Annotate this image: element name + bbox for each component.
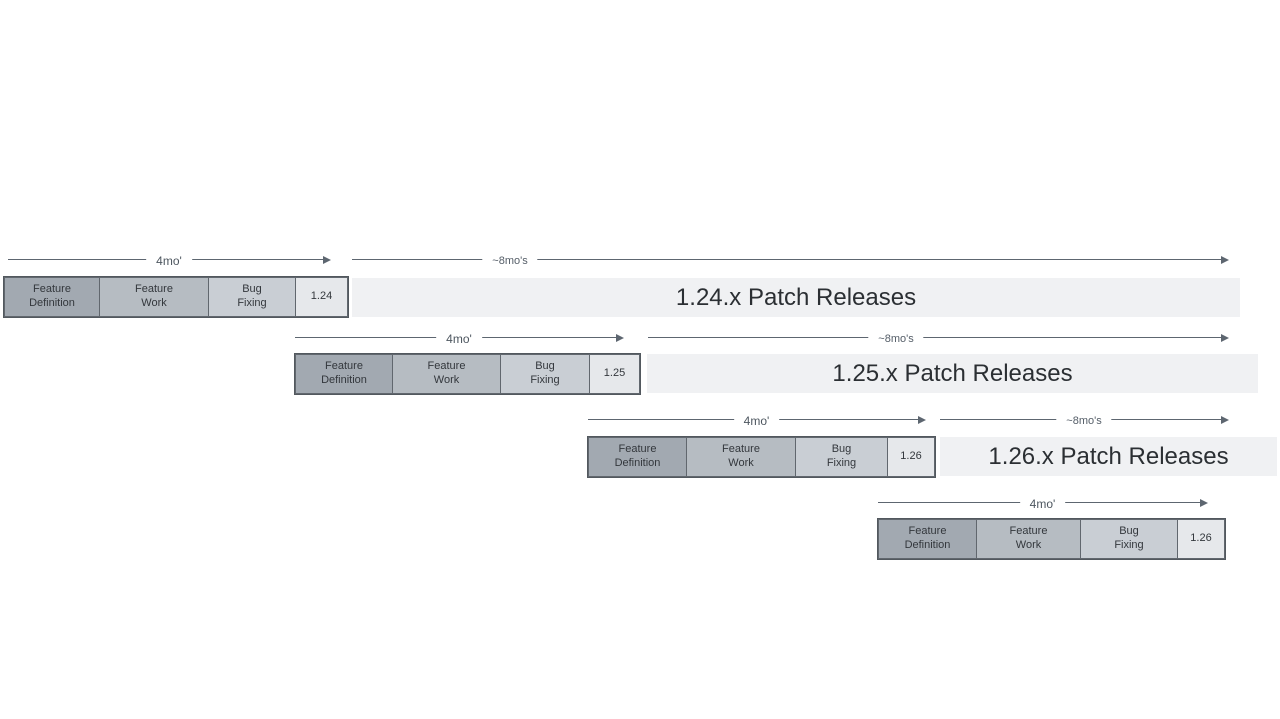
dev-duration-label: 4mo' <box>436 332 482 346</box>
release-phases-next: Feature Definition Feature Work Bug Fixi… <box>877 518 1226 560</box>
phase-feature-work: Feature Work <box>99 277 209 317</box>
version-box: 1.24 <box>295 277 348 317</box>
dev-duration-arrow: 4mo' <box>8 252 331 268</box>
patch-duration-label: ~8mo's <box>482 255 538 267</box>
patch-releases-bar-1-26: 1.26.x Patch Releases <box>940 437 1277 476</box>
dev-duration-label: 4mo' <box>733 414 780 428</box>
phase-feature-work: Feature Work <box>686 437 796 477</box>
phase-bug-fixing: Bug Fixing <box>1080 519 1178 559</box>
version-box: 1.25 <box>589 354 640 394</box>
version-box: 1.26 <box>1177 519 1225 559</box>
patch-releases-label: 1.25.x Patch Releases <box>832 359 1073 387</box>
phase-bug-fixing: Bug Fixing <box>795 437 888 477</box>
dev-duration-arrow: 4mo' <box>295 330 624 346</box>
patch-duration-label: ~8mo's <box>868 333 924 345</box>
release-phases-1-26: Feature Definition Feature Work Bug Fixi… <box>587 436 936 478</box>
phase-feature-definition: Feature Definition <box>4 277 100 317</box>
patch-releases-bar-1-24: 1.24.x Patch Releases <box>352 278 1240 317</box>
phase-bug-fixing: Bug Fixing <box>208 277 296 317</box>
patch-duration-label: ~8mo's <box>1056 415 1112 427</box>
dev-duration-label: 4mo' <box>146 254 192 268</box>
dev-duration-arrow: 4mo' <box>588 412 926 428</box>
patch-duration-arrow: ~8mo's <box>940 412 1229 428</box>
patch-duration-arrow: ~8mo's <box>648 330 1229 346</box>
patch-releases-label: 1.24.x Patch Releases <box>675 283 917 311</box>
release-phases-1-24: Feature Definition Feature Work Bug Fixi… <box>3 276 349 318</box>
patch-releases-label: 1.26.x Patch Releases <box>988 442 1229 470</box>
phase-feature-definition: Feature Definition <box>295 354 393 394</box>
release-phases-1-25: Feature Definition Feature Work Bug Fixi… <box>294 353 641 395</box>
patch-duration-arrow: ~8mo's <box>352 252 1229 268</box>
version-box: 1.26 <box>887 437 935 477</box>
phase-feature-work: Feature Work <box>976 519 1081 559</box>
dev-duration-arrow: 4mo' <box>878 495 1208 511</box>
phase-feature-definition: Feature Definition <box>878 519 977 559</box>
patch-releases-bar-1-25: 1.25.x Patch Releases <box>647 354 1258 393</box>
dev-duration-label: 4mo' <box>1019 497 1066 511</box>
phase-feature-definition: Feature Definition <box>588 437 687 477</box>
phase-bug-fixing: Bug Fixing <box>500 354 590 394</box>
phase-feature-work: Feature Work <box>392 354 501 394</box>
